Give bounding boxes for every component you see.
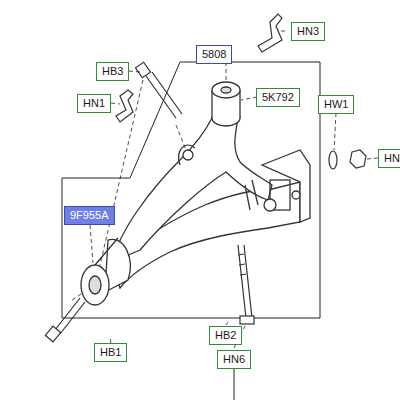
callout-box: 9F955A [64, 206, 115, 225]
leader-line [234, 368, 235, 400]
nut-clip [258, 14, 282, 52]
bush [81, 238, 130, 305]
callout-number: HB1 [100, 346, 121, 358]
callout-box: HB1 [94, 343, 127, 362]
nut-clip [116, 90, 133, 122]
lower-arm [112, 118, 310, 288]
washer [329, 151, 337, 169]
callout-number: 5K792 [262, 91, 294, 103]
callout-number: HW1 [324, 98, 348, 110]
callout-number: HN [384, 152, 400, 164]
nut [350, 150, 366, 168]
callout-number: HN3 [297, 25, 319, 37]
callout-number: HN6 [223, 353, 245, 365]
callout-box: HN3 [291, 22, 325, 41]
bush [212, 82, 240, 126]
callout-box: HN6 [217, 350, 251, 369]
kit-frame [62, 62, 320, 318]
callout-number: 9F955A [70, 209, 109, 221]
bolt [45, 298, 85, 342]
callout-number: HB2 [215, 329, 236, 341]
callout-box: HN [378, 149, 400, 168]
callout-number: HB3 [102, 65, 123, 77]
callout-number: HN1 [83, 97, 105, 109]
bolt [238, 245, 254, 324]
callout-box: HN1 [77, 94, 111, 113]
callout-box: HW1 [318, 95, 354, 114]
callout-box: HB2 [209, 326, 242, 345]
leader-line [72, 31, 378, 348]
callout-box: 5K792 [256, 88, 300, 107]
bolt [135, 62, 182, 118]
callout-box: HB3 [96, 62, 129, 81]
callout-box: 5808 [196, 45, 232, 64]
callout-number: 5808 [202, 48, 226, 60]
